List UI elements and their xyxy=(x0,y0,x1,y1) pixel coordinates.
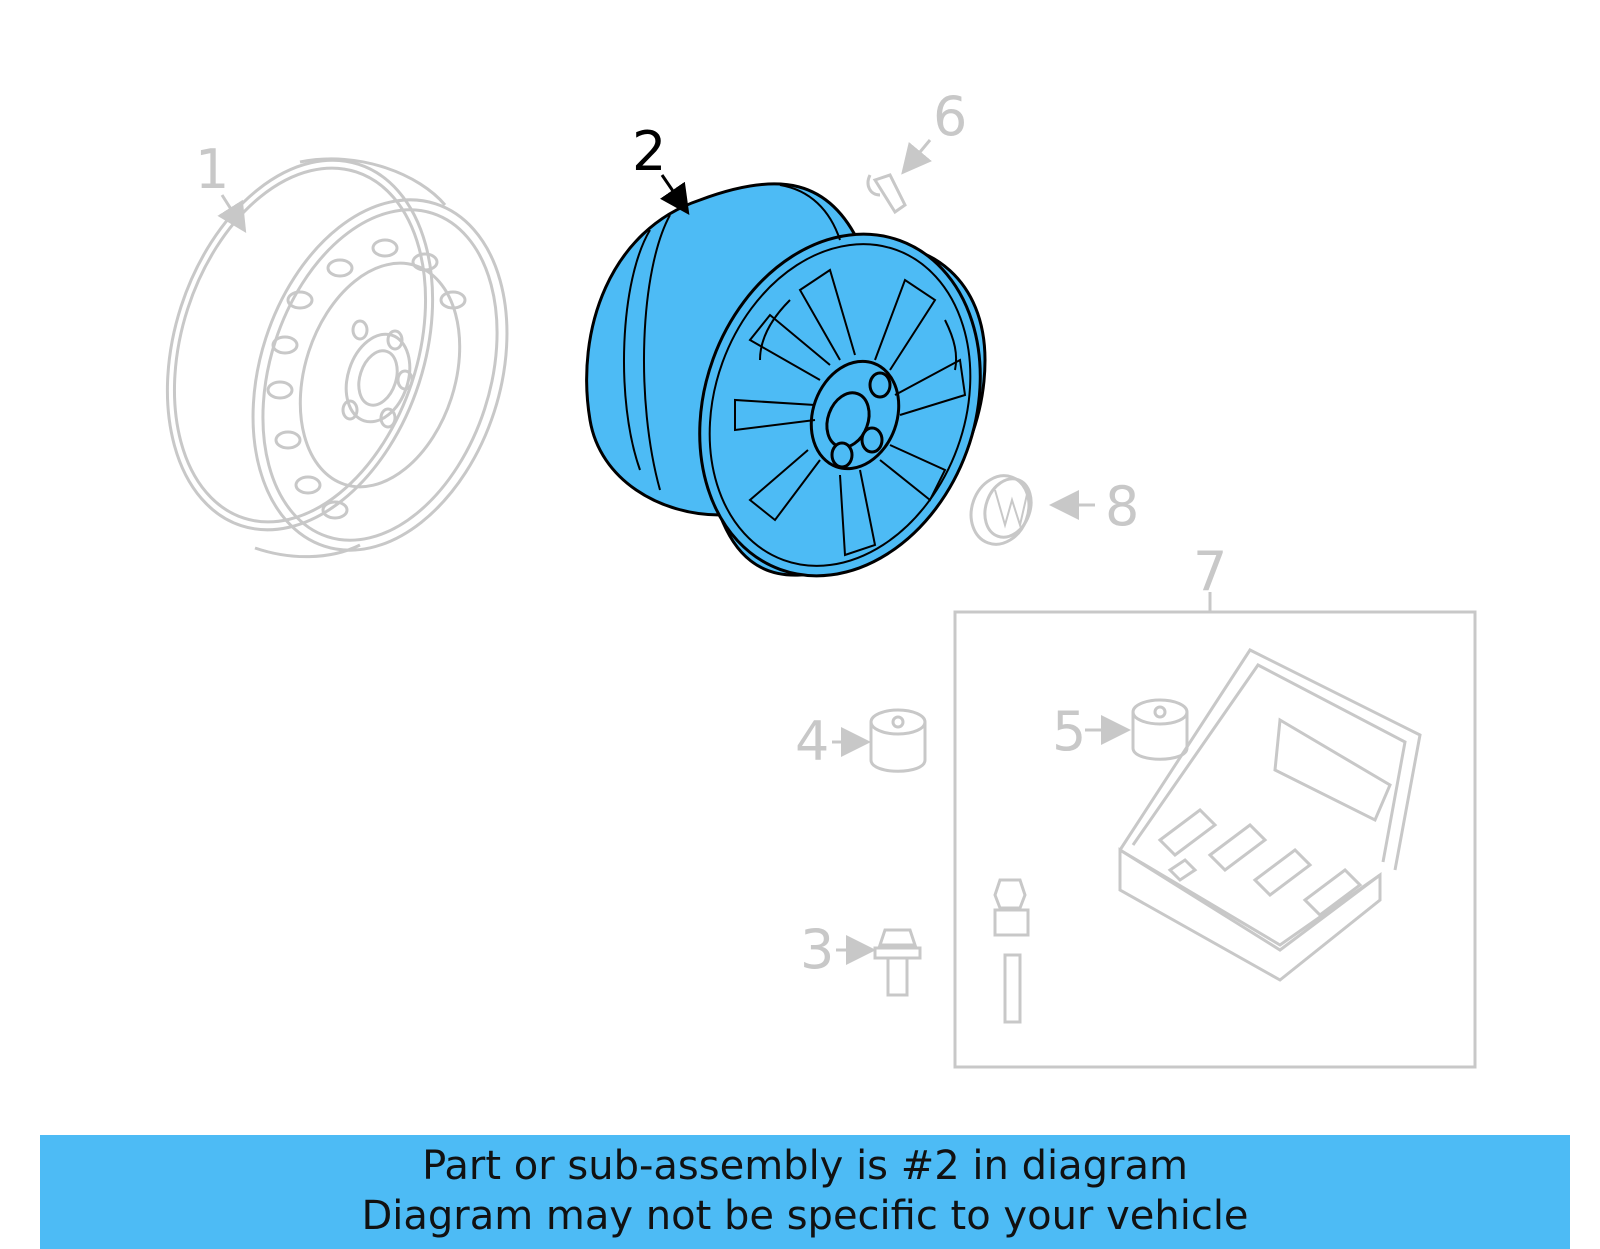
lock-nut-part-5 xyxy=(1131,698,1189,761)
callout-1: 1 xyxy=(195,138,229,201)
callout-3: 3 xyxy=(800,918,834,981)
steel-wheel-part-1 xyxy=(165,157,509,559)
alloy-wheel-part-2 xyxy=(585,182,987,578)
banner-line-1: Part or sub-assembly is #2 in diagram xyxy=(422,1143,1188,1189)
callout-6: 6 xyxy=(933,85,967,148)
callout-2: 2 xyxy=(632,120,666,183)
center-cap-part-8 xyxy=(969,474,1033,546)
callout-7: 7 xyxy=(1193,540,1227,603)
banner-line-2: Diagram may not be specific to your vehi… xyxy=(361,1193,1249,1239)
info-banner: Part or sub-assembly is #2 in diagram Di… xyxy=(40,1135,1570,1249)
wheel-bolt-part-3 xyxy=(873,878,1030,1024)
callout-5: 5 xyxy=(1052,700,1086,763)
lock-nut-part-4 xyxy=(869,708,927,773)
callout-4: 4 xyxy=(795,710,829,773)
lock-kit-box-part-7 xyxy=(953,610,1477,1069)
callout-8: 8 xyxy=(1105,475,1139,538)
leader-arrows xyxy=(217,139,1212,965)
valve-stem-part-6 xyxy=(866,173,907,215)
